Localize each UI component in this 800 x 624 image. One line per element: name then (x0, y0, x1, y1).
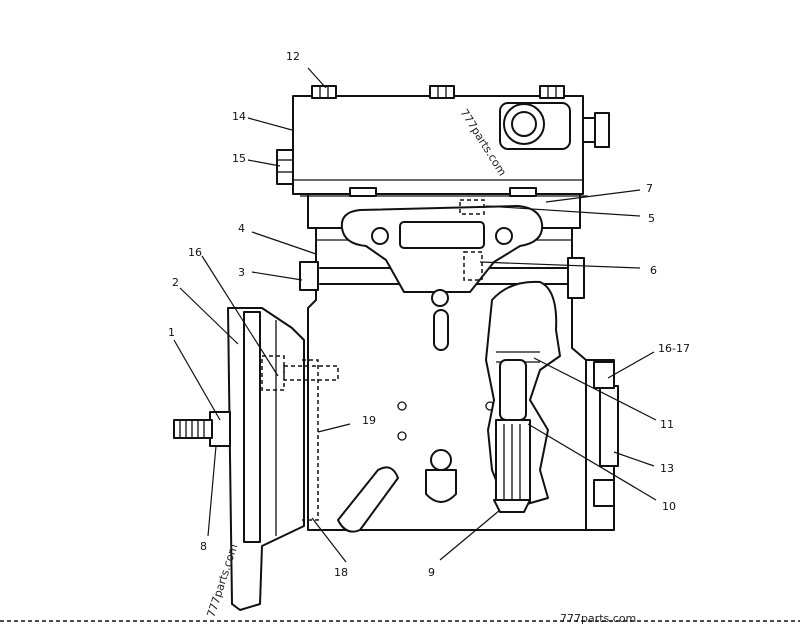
connecting-rod-cutaway (485, 280, 561, 513)
callout-12: 12 (286, 50, 300, 63)
watermark-bottom: 777parts.com (560, 612, 636, 624)
callout-5: 5 (648, 212, 655, 225)
head-side-bolt-right (582, 112, 610, 148)
head-bolt-left (311, 85, 337, 99)
callout-labels: 1 2 3 4 5 6 7 8 9 10 11 12 13 14 15 16 1… (168, 50, 690, 579)
callout-3: 3 (238, 266, 245, 279)
callout-15: 15 (232, 152, 246, 165)
callout-6: 6 (650, 264, 657, 277)
callout-1: 1 (168, 326, 175, 339)
rear-end-cover (585, 359, 619, 531)
callout-19: 19 (362, 414, 376, 427)
head-bolt-right (539, 85, 565, 99)
front-mounting-flange (173, 307, 339, 611)
crankcase-openings (397, 309, 495, 503)
callout-2: 2 (172, 276, 179, 289)
head-side-bolt-left (276, 149, 294, 185)
callout-13: 13 (660, 462, 674, 475)
head-bolt-middle (429, 85, 455, 99)
inlet-flange (340, 199, 544, 307)
lower-port (337, 466, 399, 533)
callout-9: 9 (428, 566, 435, 579)
callout-18: 18 (334, 566, 348, 579)
callout-16: 16 (188, 246, 202, 259)
cylinder-head (276, 85, 610, 195)
callout-4: 4 (238, 222, 245, 235)
callout-8: 8 (200, 540, 207, 553)
callout-10: 10 (662, 500, 676, 513)
callout-16-17: 16-17 (658, 342, 690, 355)
leader-lines (173, 67, 657, 563)
callout-11: 11 (660, 418, 674, 431)
callout-14: 14 (232, 110, 246, 123)
discharge-port (499, 102, 571, 150)
callout-7: 7 (646, 182, 653, 195)
